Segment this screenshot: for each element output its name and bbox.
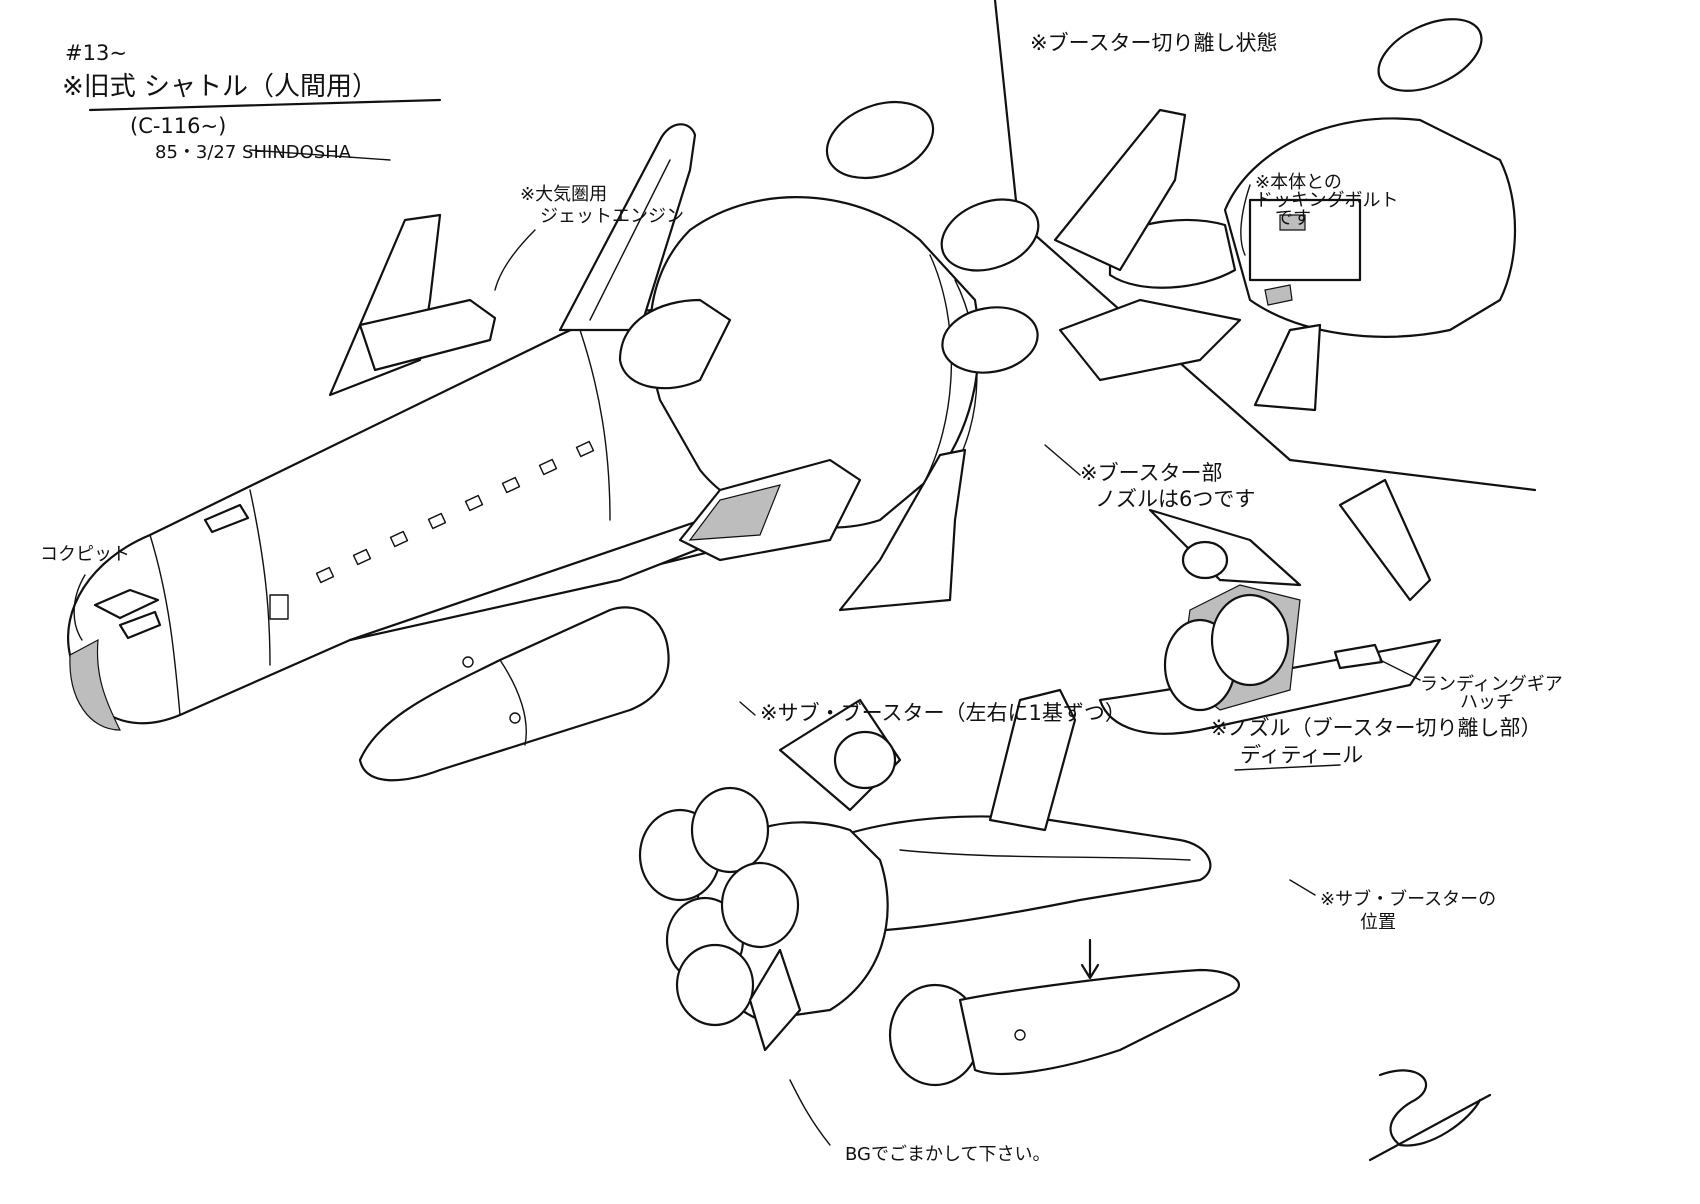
docking-bolt: [1264, 284, 1293, 306]
separated-nozzle: [1377, 18, 1483, 92]
lower-tail-fin: [988, 688, 1077, 832]
booster-nozzles-note-line-2: ノズルは6つです: [1095, 487, 1255, 511]
separated-tail-fin: [1053, 108, 1187, 272]
sub-booster-port: [462, 656, 474, 668]
nozzle-detail-underline: [1234, 764, 1341, 771]
port-window: [464, 494, 484, 512]
sheet-number: #13~: [65, 41, 127, 65]
cockpit-note: コクピット: [40, 544, 130, 565]
landing-gear-hatch: [1333, 643, 1384, 670]
hull-hatch: [269, 594, 289, 620]
main-shuttle-drawing: [67, 101, 1040, 731]
port-window: [352, 548, 372, 566]
detail-nozzle-small: [1181, 540, 1229, 580]
port-window: [389, 530, 409, 548]
sub-booster-position-line-1: ※サブ・ブースターの: [1320, 888, 1496, 910]
sub-booster-left: [358, 606, 670, 782]
docking-bolt-note-line-1: ※本体との: [1255, 172, 1342, 193]
lower-nozzle: [720, 861, 800, 949]
booster-band: [919, 254, 953, 491]
intake-shading: [688, 484, 781, 541]
lower-nozzle: [690, 786, 770, 874]
tail-fin-edge: [589, 159, 671, 321]
date-signature: 85・3/27 SHINDOSHA: [155, 142, 352, 163]
booster-fin: [838, 448, 967, 612]
nose-cone-shading: [69, 638, 121, 731]
separated-state-note: ※ブースター切り離し状態: [1030, 31, 1278, 55]
port-window: [575, 440, 595, 458]
bg-note: BGでごまかして下さい。: [845, 1144, 1050, 1165]
panel-divider-vertical: [993, 0, 1020, 222]
sub-booster-position-line-2: 位置: [1360, 912, 1396, 933]
docking-interface: [1248, 198, 1362, 282]
docking-bolt-leader: [1240, 184, 1251, 256]
sheet-title: ※旧式 シャトル（人間用）: [62, 72, 378, 102]
port-windows: [315, 440, 595, 584]
date-underline: [249, 149, 391, 161]
docking-bolt: [1279, 214, 1306, 231]
position-arrow: [1080, 938, 1100, 980]
nozzle-detail-note-line-2: ディティール: [1240, 743, 1363, 767]
sub-booster-position-leader: [1289, 879, 1316, 896]
cockpit-window: [203, 503, 250, 534]
cockpit-window: [93, 588, 160, 620]
sub-booster-detached-body: [958, 968, 1240, 1075]
sub-booster-leader: [739, 701, 756, 716]
jet-engine-leader: [494, 229, 536, 291]
lower-fin: [748, 948, 802, 1052]
tail-fin: [558, 123, 697, 332]
bg-note-leader: [789, 1079, 831, 1146]
sub-booster-note: ※サブ・ブースター（左右に1基ずつ）: [760, 701, 1126, 725]
docking-bolt-note-line-3: です: [1275, 208, 1311, 229]
lower-nozzle: [833, 730, 897, 790]
atmospheric-jet-engine: [358, 298, 497, 372]
separated-rear-module: [1223, 117, 1517, 338]
landing-gear-note-line-2: ハッチ: [1460, 692, 1514, 713]
sub-booster-port: [509, 712, 521, 724]
nozzle-detail-drawing: [1098, 478, 1442, 735]
artist-signature: [1368, 1069, 1492, 1162]
sub-booster-body: [358, 606, 670, 782]
hull-panel-line: [149, 534, 181, 716]
lower-panel-line: [899, 849, 1191, 861]
booster-nozzles-note-line-1: ※ブースター部: [1080, 461, 1223, 485]
detail-wing: [1148, 508, 1302, 587]
hull-panel-line: [579, 329, 611, 521]
panel-divider-horizontal: [1288, 458, 1537, 492]
nozzle-detail-note-line-1: ※ノズル（ブースター切り離し部）: [1210, 716, 1542, 740]
model-number: (C-116~): [130, 114, 226, 138]
docking-bolt-note-line-2: ドッキングボルト: [1255, 190, 1398, 211]
jet-engine-note-line-1: ※大気圏用: [520, 184, 607, 205]
separated-wing: [1058, 298, 1242, 382]
detail-nozzle: [1210, 593, 1290, 687]
port-window: [427, 512, 447, 530]
hull-panel-line: [249, 489, 271, 666]
booster-nozzles-leader: [1044, 444, 1081, 476]
port-window: [538, 458, 558, 476]
landing-gear-leader: [1379, 659, 1421, 681]
separated-shuttle-drawing: [1053, 18, 1517, 412]
separated-lower-fin: [1253, 323, 1322, 412]
lower-shuttle-drawing: [638, 688, 1212, 1052]
cockpit-window: [118, 610, 162, 640]
landing-gear-note-line-1: ランディングギア: [1420, 674, 1563, 695]
title-underline: [88, 98, 442, 112]
booster-nozzle: [825, 101, 935, 179]
jet-engine-note-line-2: ジェットエンジン: [540, 206, 684, 227]
booster-nose-pod: [618, 298, 732, 390]
booster-nozzle: [940, 198, 1040, 272]
booster-nozzle: [941, 306, 1039, 374]
sub-booster-detached: [888, 938, 1240, 1087]
port-window: [315, 566, 335, 584]
lower-nozzle: [675, 943, 755, 1027]
cockpit-leader: [73, 574, 86, 641]
sub-booster-panel: [499, 659, 527, 746]
detail-tail-fin: [1338, 478, 1432, 602]
sub-booster-port: [1014, 1029, 1026, 1041]
port-window: [501, 476, 521, 494]
